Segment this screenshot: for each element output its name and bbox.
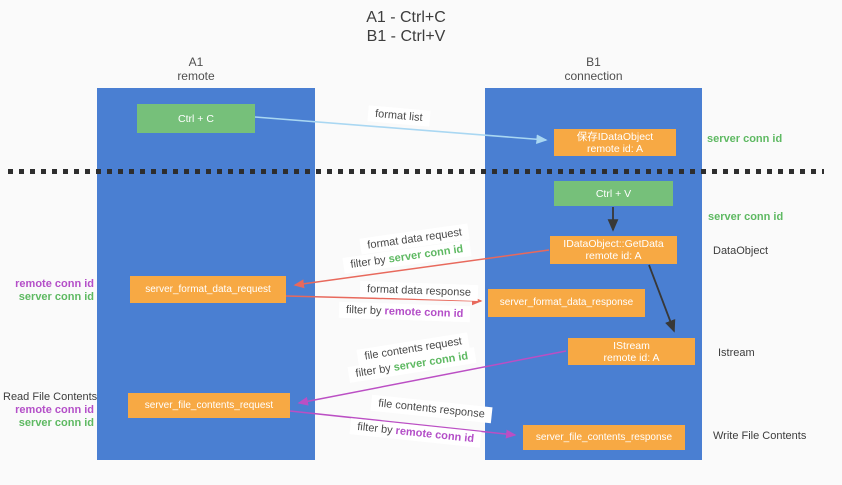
lane-a1-name: A1	[188, 55, 204, 69]
node-save-idataobject-line2: remote id: A	[586, 142, 644, 155]
session-divider-dotted-line	[8, 169, 824, 174]
node-save-idataobject-line1: 保存IDataObject	[576, 130, 654, 143]
node-getdata-line2: remote id: A	[585, 250, 642, 262]
title-line-a1: A1 - Ctrl+C	[366, 9, 446, 26]
label-server-conn-id-file: server conn id	[18, 417, 94, 429]
arrow-getdata-to-istream	[648, 264, 676, 333]
arrow-file-contents-request	[297, 350, 567, 406]
lane-a1-header: A1 remote	[87, 55, 305, 83]
node-file-request-label: server_file_contents_request	[144, 399, 274, 411]
label-conn-id-pair-file: remote conn id server conn id	[10, 404, 94, 430]
label-read-file-contents: Read File Contents	[3, 391, 98, 403]
node-server-format-data-request: server_format_data_request	[130, 276, 286, 303]
node-format-response-label: server_format_data_response	[499, 297, 634, 308]
lane-a1-subtitle: remote	[177, 69, 215, 83]
label-conn-id-pair-format: remote conn id server conn id	[10, 278, 94, 304]
node-ctrl-c-label: Ctrl + C	[178, 112, 214, 125]
lane-b1-subtitle: connection	[564, 69, 623, 83]
filter-by-text: filter by	[349, 253, 390, 271]
node-istream-line1: IStream	[613, 339, 650, 352]
label-remote-conn-id-format: remote conn id	[15, 278, 94, 290]
arrow-format-data-request	[293, 249, 550, 289]
label-server-conn-id-top: server conn id	[707, 133, 783, 145]
node-getdata-line1: IDataObject::GetData	[563, 238, 664, 250]
node-format-request-label: server_format_data_request	[145, 283, 271, 295]
node-server-file-contents-request: server_file_contents_request	[128, 393, 290, 418]
lane-b1-name: B1	[586, 55, 601, 69]
node-ctrl-v-label: Ctrl + V	[595, 187, 632, 200]
label-write-file-contents: Write File Contents	[713, 430, 807, 442]
node-ctrl-v: Ctrl + V	[554, 181, 673, 206]
label-server-conn-id-mid: server conn id	[708, 211, 784, 223]
node-ctrl-c: Ctrl + C	[137, 104, 255, 133]
label-dataobject: DataObject	[713, 245, 769, 257]
title-line-b1: B1 - Ctrl+V	[366, 28, 446, 45]
diagram-title: A1 - Ctrl+C B1 - Ctrl+V	[0, 8, 812, 46]
node-server-format-data-response: server_format_data_response	[488, 289, 645, 317]
node-save-idataobject: 保存IDataObject remote id: A	[554, 129, 676, 156]
node-file-response-label: server_file_contents_response	[535, 431, 673, 443]
arrow-format-list	[254, 116, 548, 145]
label-istream: Istream	[718, 347, 755, 359]
node-istream: IStream remote id: A	[568, 338, 695, 365]
node-istream-line2: remote id: A	[603, 351, 660, 364]
node-idataobject-getdata: IDataObject::GetData remote id: A	[550, 236, 677, 264]
filter-by-text: filter by	[356, 420, 397, 437]
arrow-format-data-response	[285, 295, 483, 306]
label-server-conn-id-format: server conn id	[18, 291, 94, 303]
label-remote-conn-id-file: remote conn id	[15, 404, 94, 416]
node-server-file-contents-response: server_file_contents_response	[523, 425, 685, 450]
filter-by-text: filter by	[345, 303, 385, 318]
lane-b1-header: B1 connection	[485, 55, 702, 83]
remote-conn-id-text: remote conn id	[384, 305, 464, 321]
